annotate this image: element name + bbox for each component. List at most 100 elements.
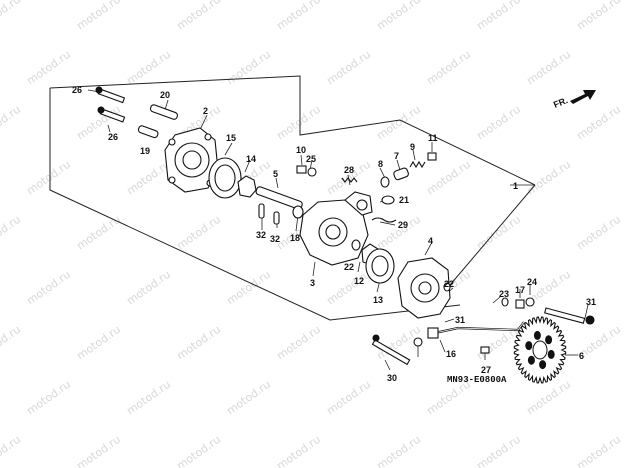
oring-25 xyxy=(307,167,317,177)
watermark-text: motod.ru xyxy=(274,103,323,143)
callout-21: 21 xyxy=(399,195,409,205)
bolt-26-lower xyxy=(97,106,126,123)
watermark-text: motod.ru xyxy=(474,433,523,468)
sprocket-6 xyxy=(513,316,567,384)
bolt-31-lower xyxy=(544,307,586,324)
washer-22a xyxy=(351,239,361,251)
callout-27: 27 xyxy=(481,365,491,375)
watermark-text: motod.ru xyxy=(174,213,223,253)
watermark-text: motod.ru xyxy=(174,433,223,468)
watermark-text: motod.ru xyxy=(124,268,173,308)
watermark-text: motod.ru xyxy=(474,103,523,143)
callout-15: 15 xyxy=(226,133,236,143)
bolt-26-upper xyxy=(95,86,126,104)
callout-3: 3 xyxy=(310,278,315,288)
watermark-text: motod.ru xyxy=(474,0,523,32)
callout-12: 12 xyxy=(354,276,364,286)
callout-25: 25 xyxy=(306,154,316,164)
watermark-text: motod.ru xyxy=(574,213,623,253)
pump-cover-2 xyxy=(164,127,219,193)
callout-4: 4 xyxy=(428,236,433,246)
watermark-text: motod.ru xyxy=(274,0,323,32)
watermark-text: motod.ru xyxy=(124,158,173,198)
shaft-5 xyxy=(255,186,303,210)
washer-18 xyxy=(292,205,304,219)
watermark-text: motod.ru xyxy=(324,48,373,88)
sprocket-hole xyxy=(527,355,535,365)
watermark-text: motod.ru xyxy=(374,0,423,32)
watermark-text: motod.ru xyxy=(274,323,323,363)
pipe-fitting xyxy=(427,327,439,339)
callout-31b: 31 xyxy=(586,297,596,307)
callout-16: 16 xyxy=(446,349,456,359)
dowel-32b xyxy=(273,211,280,225)
watermark-text: motod.ru xyxy=(74,323,123,363)
seal-29 xyxy=(371,217,397,223)
callout-31a: 31 xyxy=(455,315,465,325)
watermark-text: motod.ru xyxy=(474,213,523,253)
watermark-text: motod.ru xyxy=(0,213,23,253)
watermark-text: motod.ru xyxy=(24,378,73,418)
callout-29: 29 xyxy=(398,220,408,230)
sprocket-hole xyxy=(545,335,553,345)
callout-13: 13 xyxy=(373,295,383,305)
bolt-27 xyxy=(480,346,490,354)
watermark-text: motod.ru xyxy=(224,48,273,88)
front-label: FR. xyxy=(552,95,569,110)
callout-18: 18 xyxy=(290,233,300,243)
diagram-code: MN93-E0800A xyxy=(447,375,507,385)
callout-32a: 32 xyxy=(256,230,266,240)
callout-32b: 32 xyxy=(270,234,280,244)
callouts: 1 2 3 4 5 6 7 8 9 10 11 12 13 14 15 16 1… xyxy=(72,85,596,383)
oring-21 xyxy=(381,195,395,205)
collar-17 xyxy=(515,299,525,309)
callout-10: 10 xyxy=(296,145,306,155)
washer-22b xyxy=(443,282,451,292)
oring-23 xyxy=(501,297,509,307)
callout-17: 17 xyxy=(515,285,525,295)
callout-8: 8 xyxy=(378,159,383,169)
watermark-text: motod.ru xyxy=(274,433,323,468)
watermark-text: motod.ru xyxy=(74,213,123,253)
watermark-text: motod.ru xyxy=(74,433,123,468)
watermark-text: motod.ru xyxy=(24,158,73,198)
callout-11: 11 xyxy=(428,133,438,143)
callout-26a: 26 xyxy=(72,85,82,95)
watermark-text: motod.ru xyxy=(124,378,173,418)
watermark-text: motod.ru xyxy=(574,103,623,143)
sprocket-hole xyxy=(539,360,547,370)
watermark-text: motod.ru xyxy=(574,433,623,468)
callout-19: 19 xyxy=(140,146,150,156)
callout-14: 14 xyxy=(246,154,256,164)
dowel-32a xyxy=(258,203,265,219)
callout-9: 9 xyxy=(410,142,415,152)
sprocket-hole xyxy=(533,330,541,340)
callout-7: 7 xyxy=(394,151,399,161)
watermark-text: motod.ru xyxy=(0,0,23,32)
washer-16b xyxy=(413,337,423,347)
washer-24 xyxy=(525,297,535,307)
callout-2: 2 xyxy=(203,106,208,116)
callout-6: 6 xyxy=(579,351,584,361)
sprocket-hole xyxy=(525,341,533,351)
pump-body-3 xyxy=(299,191,373,266)
watermark-text: motod.ru xyxy=(174,0,223,32)
plug-11 xyxy=(427,152,437,161)
spring-28 xyxy=(341,177,358,183)
watermark-text: motod.ru xyxy=(174,323,223,363)
collar-10 xyxy=(296,165,307,174)
watermark-text: motod.ru xyxy=(74,0,123,32)
callout-5: 5 xyxy=(273,169,278,179)
bolt-30 xyxy=(371,339,411,366)
callout-22b: 22 xyxy=(444,279,454,289)
callout-28: 28 xyxy=(344,165,354,175)
watermark-text: motod.ru xyxy=(324,378,373,418)
valve-7 xyxy=(393,167,409,181)
callout-23: 23 xyxy=(499,289,509,299)
watermark-text: motod.ru xyxy=(524,378,573,418)
spring-9 xyxy=(409,160,426,169)
watermark-text: motod.ru xyxy=(374,433,423,468)
sprocket-hub xyxy=(532,340,548,360)
watermark-text: motod.ru xyxy=(24,268,73,308)
outer-rotor-13 xyxy=(365,248,395,284)
